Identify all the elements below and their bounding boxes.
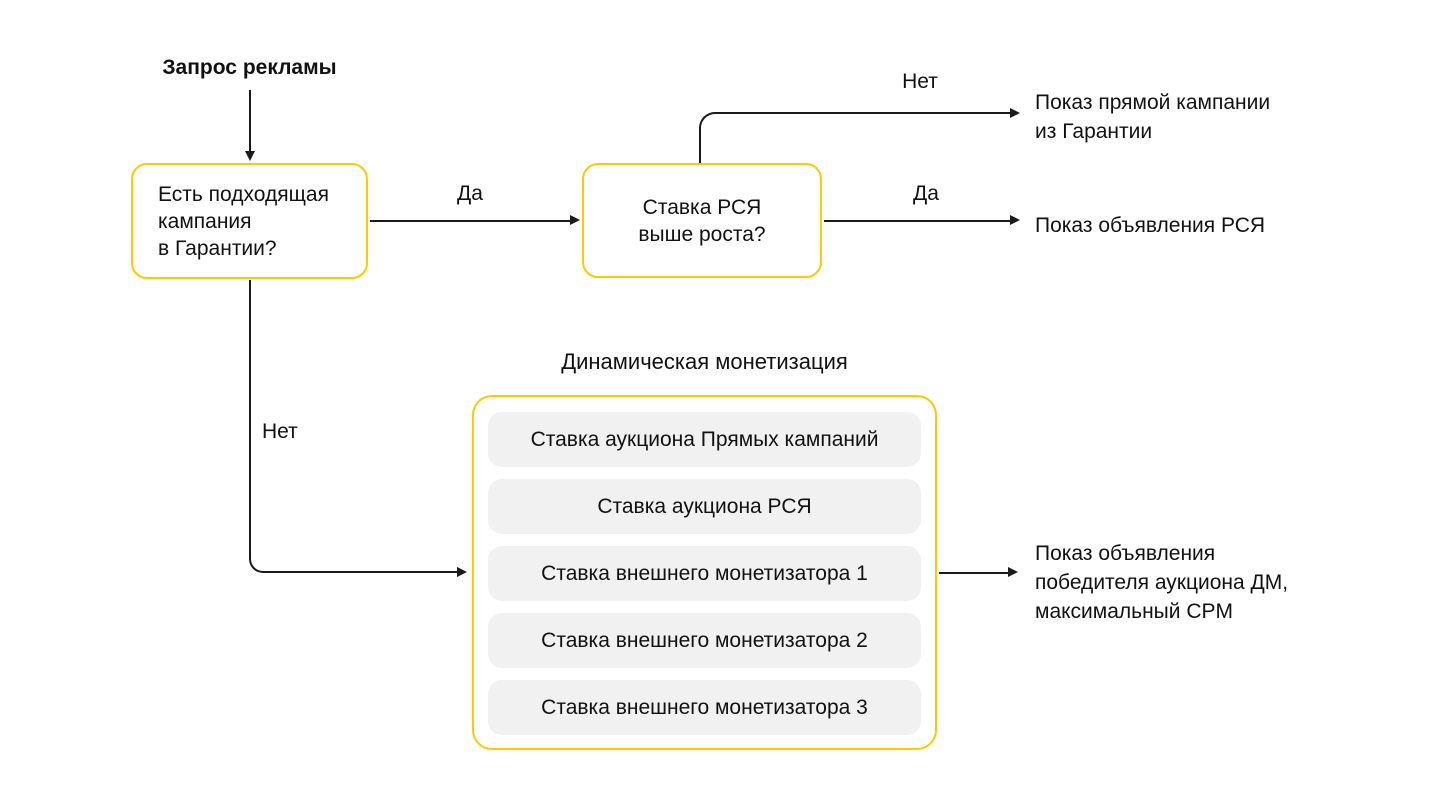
- edge-rsya-no-arrowhead-icon: [1010, 108, 1020, 118]
- outcome-dm-line-3: максимальный CPM: [1035, 600, 1234, 623]
- outcome-direct-campaign: Показ прямой кампании из Гарантии: [1035, 88, 1270, 146]
- dm-row-rsya-auction-bid: Ставка аукциона РСЯ: [488, 479, 921, 534]
- edge-dm-out-arrowhead-icon: [1008, 567, 1018, 577]
- node-guarantee-line-1: Есть подходящая: [158, 182, 329, 206]
- outcome-rsya-ad: Показ объявления РСЯ: [1035, 214, 1266, 237]
- node-rsya-line-2: выше роста?: [638, 222, 766, 246]
- node-rsya-question: Ставка РСЯ выше роста?: [582, 163, 822, 278]
- dm-row-external-monetizer-1: Ставка внешнего монетизатора 1: [488, 546, 921, 601]
- edge-guarantee-yes-line: [370, 220, 570, 222]
- edge-label-rsya-no: Нет: [902, 70, 938, 93]
- node-guarantee-question: Есть подходящая кампания в Гарантии?: [131, 163, 368, 279]
- edge-label-guarantee-yes: Да: [457, 182, 483, 205]
- edge-dm-out-line: [939, 572, 1008, 574]
- dm-row-direct-auction-bid: Ставка аукциона Прямых кампаний: [488, 412, 921, 467]
- node-guarantee-line-3: в Гарантии?: [158, 236, 277, 260]
- dm-row-external-monetizer-3: Ставка внешнего монетизатора 3: [488, 680, 921, 735]
- node-guarantee-line-2: кампания: [158, 209, 252, 233]
- edge-rsya-no-elbow: [699, 112, 1011, 163]
- outcome-dm-line-1: Показ объявления: [1035, 542, 1216, 565]
- dm-group-box: Ставка аукциона Прямых кампаний Ставка а…: [472, 395, 937, 750]
- edge-guarantee-no-elbow: [249, 280, 457, 573]
- dm-group-title: Динамическая монетизация: [561, 349, 848, 374]
- edge-start-arrowhead-icon: [245, 151, 255, 161]
- outcome-dm-winner: Показ объявления победителя аукциона ДМ,…: [1035, 539, 1288, 626]
- outcome-dm-line-2: победителя аукциона ДМ,: [1035, 571, 1289, 594]
- edge-label-guarantee-no: Нет: [262, 420, 298, 443]
- edge-guarantee-yes-arrowhead-icon: [570, 215, 580, 225]
- edge-rsya-yes-line: [824, 220, 1010, 222]
- outcome-direct-line-2: из Гарантии: [1035, 120, 1153, 143]
- edge-rsya-yes-arrowhead-icon: [1010, 215, 1020, 225]
- edge-start-line: [249, 90, 251, 151]
- dm-row-external-monetizer-2: Ставка внешнего монетизатора 2: [488, 613, 921, 668]
- edge-guarantee-no-arrowhead-icon: [457, 567, 467, 577]
- node-rsya-line-1: Ставка РСЯ: [642, 195, 762, 219]
- edge-label-rsya-yes: Да: [913, 182, 939, 205]
- outcome-direct-line-1: Показ прямой кампании: [1035, 91, 1271, 114]
- start-label: Запрос рекламы: [162, 56, 337, 79]
